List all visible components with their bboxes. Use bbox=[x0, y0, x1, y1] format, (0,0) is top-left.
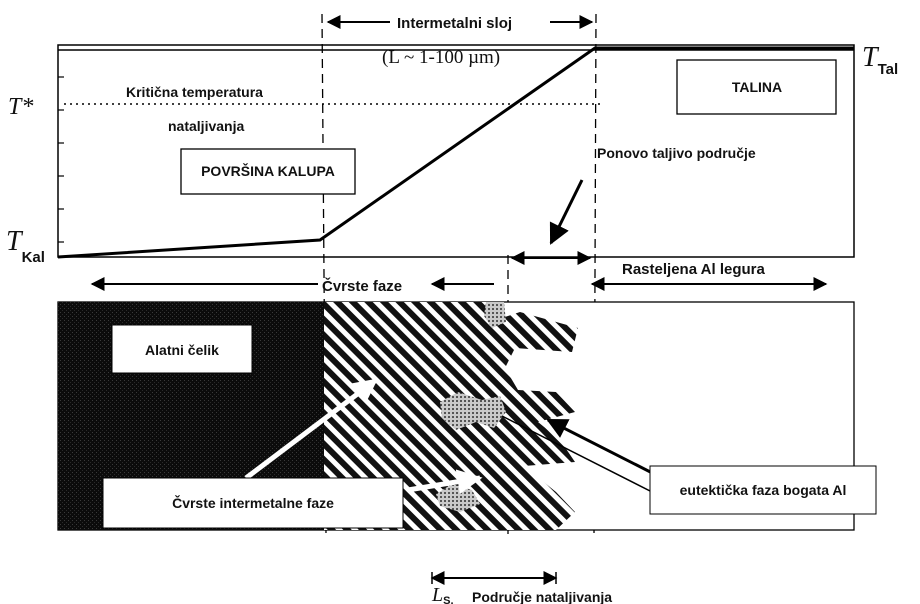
povrsina-box bbox=[180, 148, 356, 195]
temperature-profile bbox=[57, 46, 854, 259]
cvrste-intermetalne-box bbox=[102, 477, 404, 529]
solid-phases-label: Čvrste faze bbox=[322, 277, 402, 295]
boundary-melt bbox=[593, 13, 597, 536]
eutekticka-box bbox=[649, 465, 877, 515]
y-axis-ticks bbox=[58, 76, 64, 243]
temperature-graph bbox=[57, 44, 855, 259]
thickness-label: (L ~ 1-100 µm) bbox=[382, 47, 500, 68]
graph-frame bbox=[57, 44, 855, 258]
eutectic-arrow-upper bbox=[546, 418, 667, 482]
critical-temp-label-line2: nataljivanja bbox=[168, 118, 244, 134]
critical-temp-label-line1: Kritična temperatura bbox=[126, 84, 263, 100]
eutectic-speckle-region-top bbox=[484, 302, 506, 328]
talina-label: TALINA bbox=[732, 79, 782, 95]
intermetal-phase-arrow-lower bbox=[407, 469, 483, 495]
t-kal-symbol: TKal bbox=[6, 226, 45, 266]
eutekticka-label: eutektička faza bogata Al bbox=[680, 482, 847, 498]
povrsina-label: POVRŠINA KALUPA bbox=[201, 162, 335, 179]
t-tal-symbol: TTal bbox=[862, 42, 898, 78]
podrucje-label: Područje nataljivanja bbox=[472, 589, 612, 604]
microstructure-panel: Alatni čelik Čvrste intermetalne faze eu… bbox=[57, 301, 877, 531]
alatni-label: Alatni čelik bbox=[145, 342, 219, 358]
ls-symbol: LS, bbox=[431, 584, 454, 604]
remelt-arrow bbox=[549, 179, 584, 245]
alatni-box bbox=[111, 324, 253, 374]
cvrste-intermetalne-label: Čvrste intermetalne faze bbox=[172, 494, 334, 511]
boundary-steel-intermetal bbox=[321, 13, 327, 536]
intermetal-phase-arrow-upper bbox=[244, 378, 378, 480]
eutectic-speckle-region bbox=[440, 392, 506, 430]
talina-box bbox=[676, 59, 837, 115]
t-star-symbol: T* bbox=[8, 94, 33, 120]
eutectic-arrow-lower bbox=[501, 415, 657, 495]
molten-alloy-label: Rasteljena Al legura bbox=[622, 261, 765, 278]
intermetal-label: Intermetalni sloj bbox=[397, 15, 512, 32]
remelt-zone-label: Ponovo taljivo područje bbox=[597, 145, 756, 161]
